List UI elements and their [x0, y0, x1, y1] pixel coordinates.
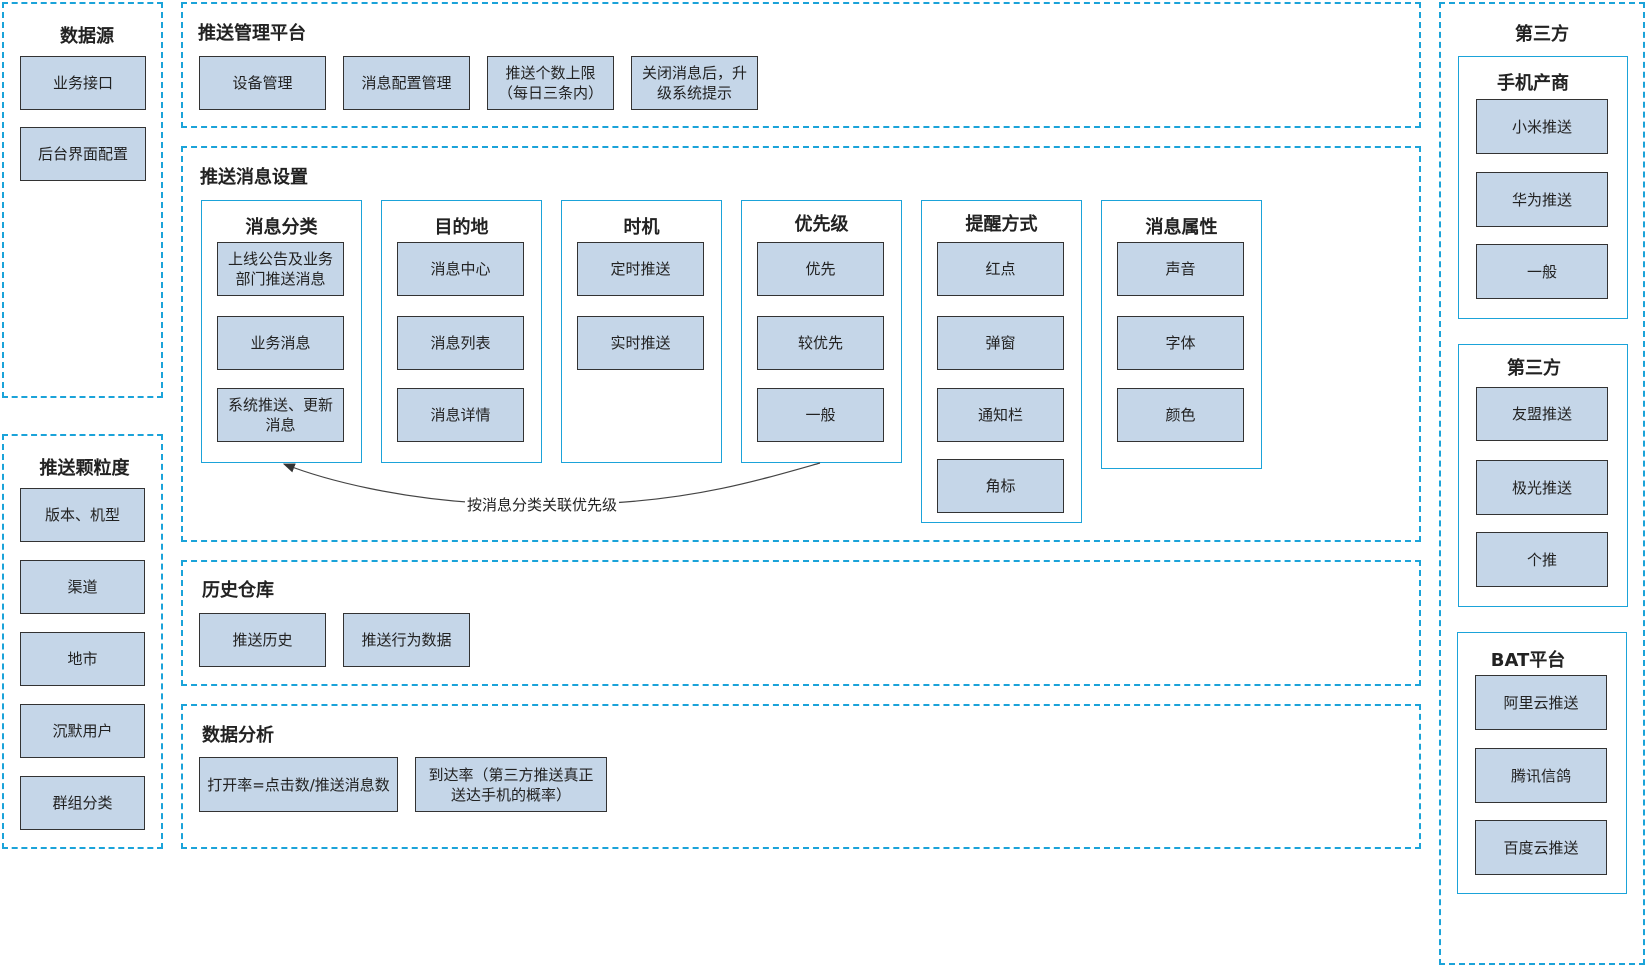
granularity-title: 推送颗粒度: [39, 458, 130, 479]
settings-item[interactable]: 实时推送: [577, 316, 704, 370]
analysis-item[interactable]: 打开率=点击数/推送消息数: [199, 757, 398, 812]
third-party-panel: [1439, 2, 1645, 965]
settings-group-title: 时机: [623, 217, 660, 238]
settings-item[interactable]: 上线公告及业务部门推送消息: [217, 242, 344, 296]
platform-item[interactable]: 关闭消息后，升级系统提示: [631, 56, 758, 110]
third-party-item[interactable]: 小米推送: [1476, 99, 1608, 154]
platform-title: 推送管理平台: [198, 23, 306, 44]
settings-group-title: 提醒方式: [965, 214, 1038, 235]
settings-item[interactable]: 声音: [1117, 242, 1244, 296]
history-panel: [181, 560, 1421, 686]
platform-item[interactable]: 设备管理: [199, 56, 326, 110]
settings-item[interactable]: 弹窗: [937, 316, 1064, 370]
third-party-item[interactable]: 友盟推送: [1476, 387, 1608, 441]
third-party-title: 第三方: [1515, 24, 1569, 45]
data-source-item[interactable]: 后台界面配置: [20, 127, 146, 181]
history-item[interactable]: 推送历史: [199, 613, 326, 667]
granularity-item[interactable]: 渠道: [20, 560, 145, 614]
analysis-title: 数据分析: [202, 725, 274, 746]
settings-item[interactable]: 角标: [937, 459, 1064, 513]
platform-item[interactable]: 消息配置管理: [343, 56, 470, 110]
third-party-item[interactable]: 华为推送: [1476, 172, 1608, 227]
settings-group-title: 优先级: [794, 214, 849, 235]
settings-item[interactable]: 红点: [937, 242, 1064, 296]
third-party-group-title: 第三方: [1507, 358, 1561, 379]
settings-item[interactable]: 消息详情: [397, 388, 524, 442]
granularity-item[interactable]: 沉默用户: [20, 704, 145, 758]
granularity-item[interactable]: 版本、机型: [20, 488, 145, 542]
settings-item[interactable]: 颜色: [1117, 388, 1244, 442]
settings-item[interactable]: 系统推送、更新消息: [217, 388, 344, 442]
settings-item[interactable]: 较优先: [757, 316, 884, 370]
settings-panel: [181, 146, 1421, 542]
data-source-panel: [2, 2, 163, 398]
settings-item[interactable]: 优先: [757, 242, 884, 296]
settings-item[interactable]: 消息列表: [397, 316, 524, 370]
settings-group-title: 目的地: [434, 217, 489, 238]
settings-item[interactable]: 通知栏: [937, 388, 1064, 442]
third-party-item[interactable]: 个推: [1476, 532, 1608, 587]
settings-item[interactable]: 定时推送: [577, 242, 704, 296]
third-party-item[interactable]: 阿里云推送: [1475, 675, 1607, 730]
settings-item[interactable]: 一般: [757, 388, 884, 442]
granularity-item[interactable]: 地市: [20, 632, 145, 686]
analysis-panel: [181, 704, 1421, 849]
granularity-panel: [2, 434, 163, 849]
settings-item[interactable]: 字体: [1117, 316, 1244, 370]
data-source-title: 数据源: [60, 26, 114, 47]
settings-group-title: 消息属性: [1145, 217, 1218, 238]
settings-title: 推送消息设置: [200, 167, 308, 188]
arrow-label: 按消息分类关联优先级: [465, 494, 620, 515]
data-source-item[interactable]: 业务接口: [20, 56, 146, 110]
platform-item[interactable]: 推送个数上限（每日三条内）: [487, 56, 614, 110]
third-party-item[interactable]: 一般: [1476, 244, 1608, 299]
history-item[interactable]: 推送行为数据: [343, 613, 470, 667]
third-party-item[interactable]: 百度云推送: [1475, 820, 1607, 875]
analysis-item[interactable]: 到达率（第三方推送真正送达手机的概率）: [415, 757, 607, 812]
third-party-item[interactable]: 腾讯信鸽: [1475, 748, 1607, 803]
platform-panel: [181, 2, 1421, 128]
history-title: 历史仓库: [202, 580, 274, 601]
third-party-group-title: BAT平台: [1490, 650, 1566, 671]
third-party-item[interactable]: 极光推送: [1476, 460, 1608, 515]
settings-group-title: 消息分类: [245, 217, 318, 238]
settings-item[interactable]: 业务消息: [217, 316, 344, 370]
granularity-item[interactable]: 群组分类: [20, 776, 145, 830]
third-party-group-title: 手机产商: [1497, 73, 1569, 94]
settings-item[interactable]: 消息中心: [397, 242, 524, 296]
